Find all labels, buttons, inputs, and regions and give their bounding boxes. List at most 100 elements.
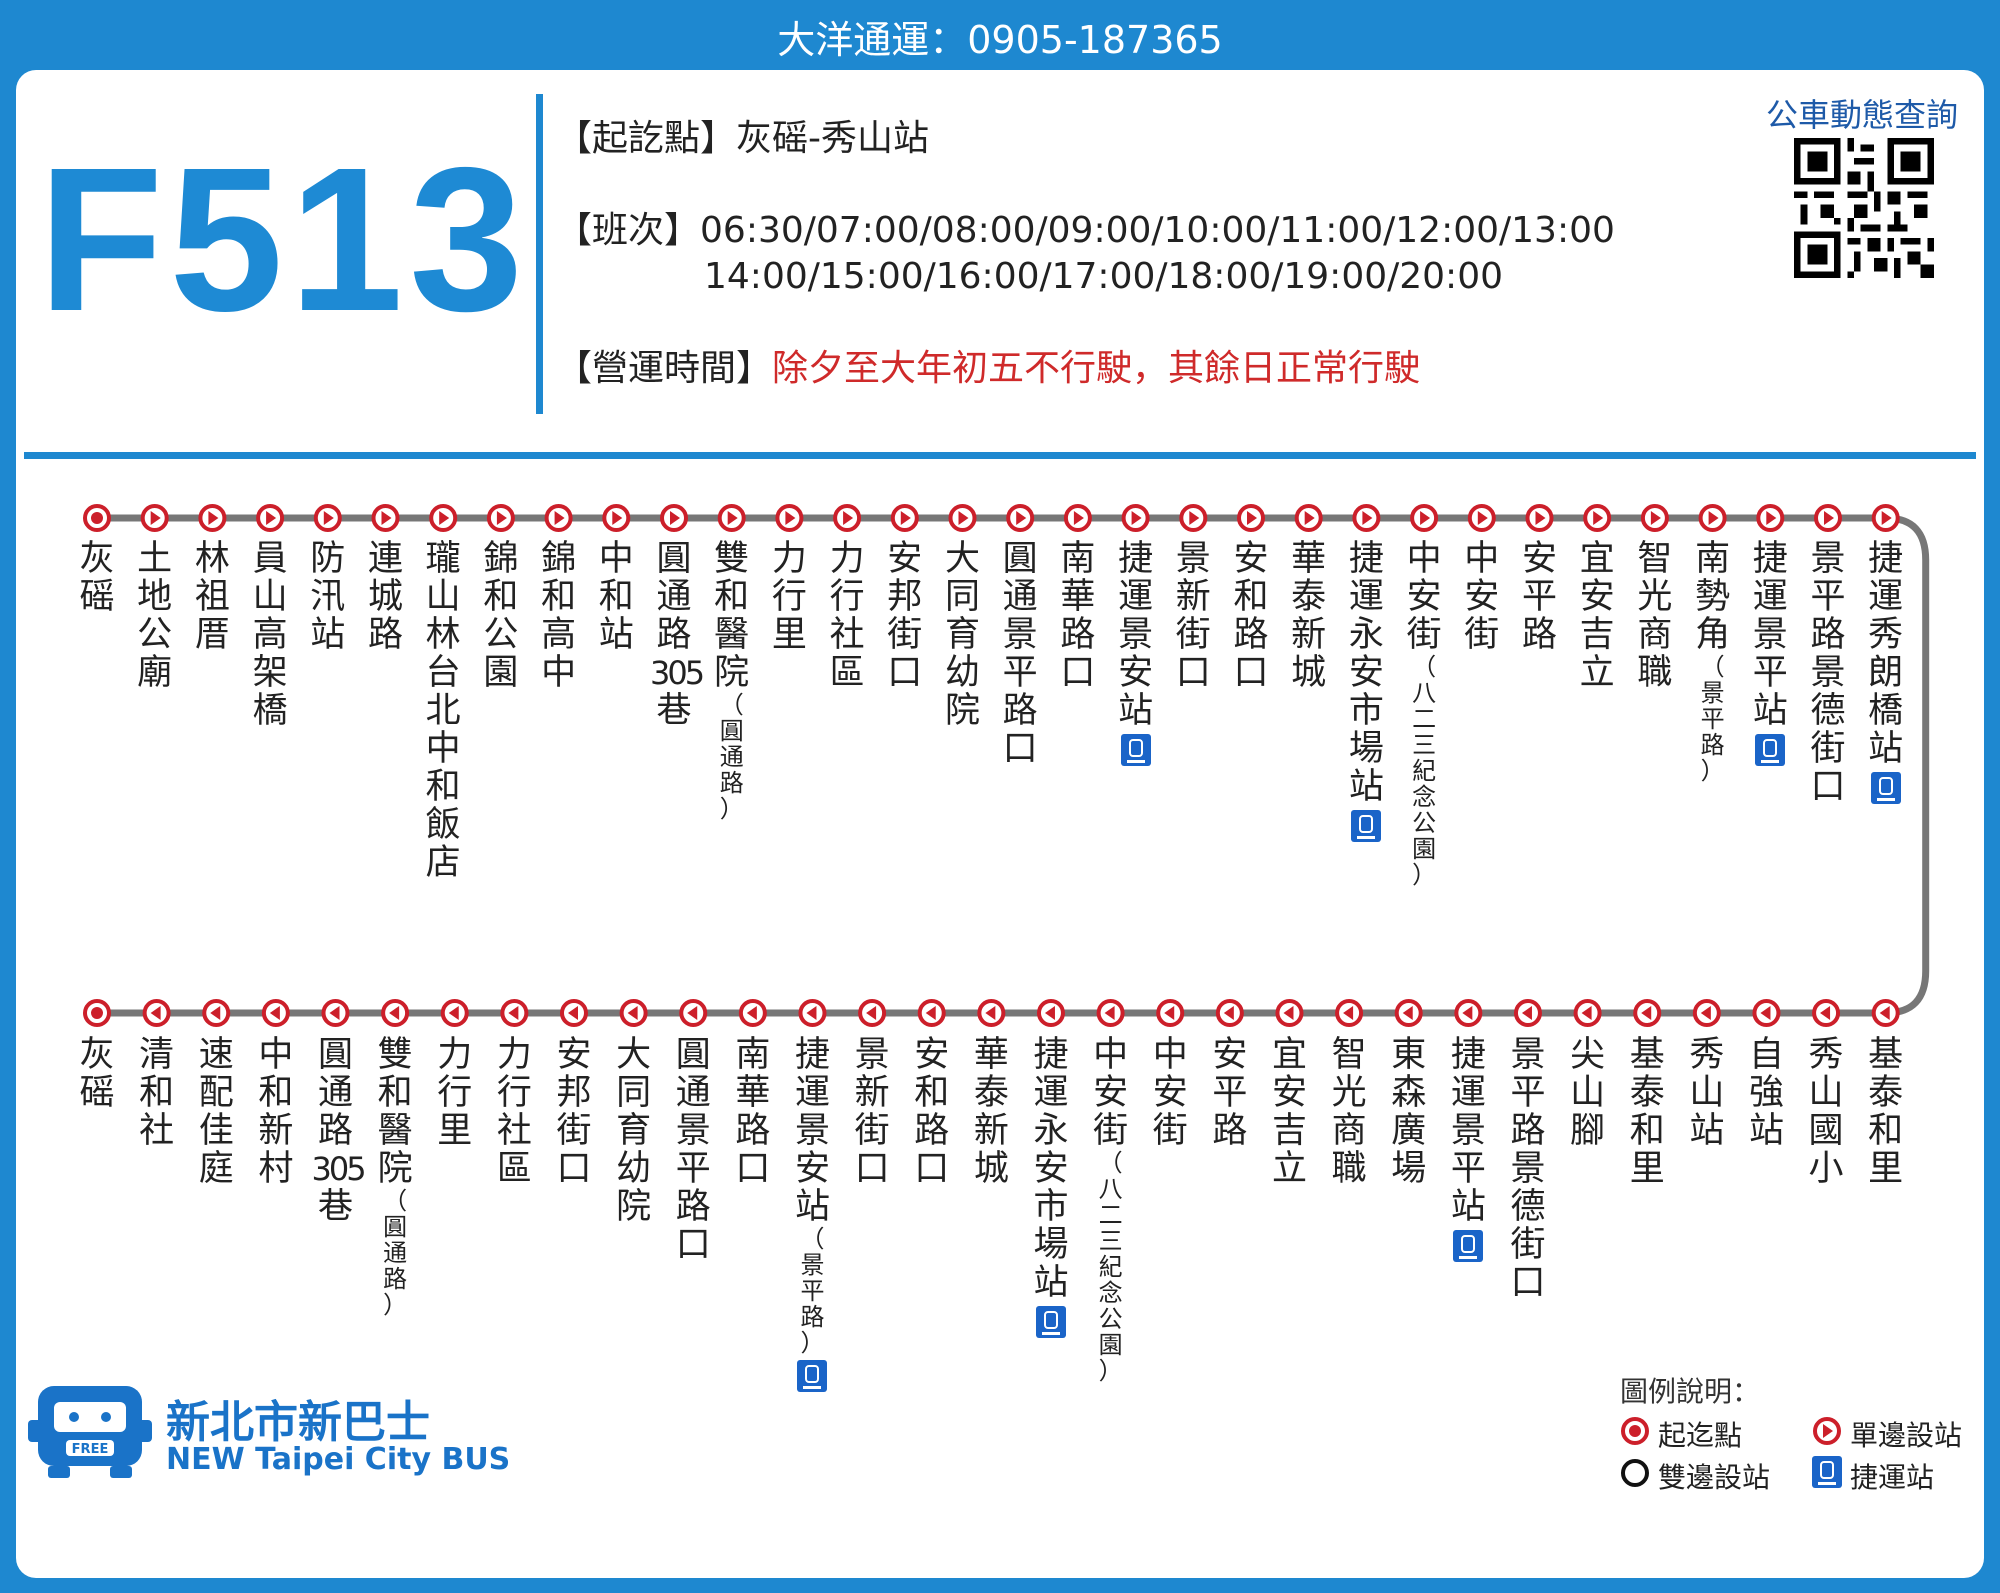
stop-label: 連城路 <box>367 539 403 655</box>
stop-label: 景平路景德街口 <box>1810 539 1846 807</box>
one-way-stop-marker-outbound-15 <box>948 504 977 532</box>
stop-name-inbound-27: 秀山站 <box>1683 1036 1731 1150</box>
stop-label: 宜安吉立 <box>1579 539 1615 693</box>
one-way-stop-marker-outbound-16 <box>1006 504 1035 532</box>
stop-label: 華泰新城 <box>1291 539 1327 693</box>
route-line <box>97 514 1930 1017</box>
one-way-stop-marker-outbound-21 <box>1294 504 1323 532</box>
stop-name-outbound-14: 安邦街口 <box>881 540 929 692</box>
one-way-stop-marker-outbound-4 <box>313 504 342 532</box>
stop-label: 安和路口 <box>1233 539 1269 693</box>
one-way-stop-marker-outbound-23 <box>1410 504 1439 532</box>
schedule-line-2: 14:00/15:00/16:00/17:00/18:00/19:00/20:0… <box>704 254 1503 300</box>
stop-name-inbound-21: 智光商職 <box>1325 1036 1373 1188</box>
stop-label: 捷運景安站 <box>794 1035 830 1227</box>
stop-name-inbound-1: 清和社 <box>133 1036 181 1150</box>
stop-name-outbound-24: 中安街 <box>1458 540 1506 654</box>
stop-label: 大同育幼院 <box>944 539 980 731</box>
free-badge: FREE <box>72 1442 109 1457</box>
stop-label: 捷運秀朗橋站 <box>1868 539 1904 769</box>
stop-name-outbound-9: 中和站 <box>592 540 640 654</box>
stop-sub-label: （八二三紀念公園） <box>1098 1149 1123 1385</box>
one-way-stop-marker-outbound-25 <box>1525 504 1554 532</box>
stop-name-inbound-18: 中安街 <box>1146 1036 1194 1150</box>
hours-value: 除夕至大年初五不行駛，其餘日正常行駛 <box>772 348 1421 389</box>
stop-name-inbound-3: 中和新村 <box>252 1036 300 1188</box>
stop-name-inbound-29: 秀山國小 <box>1802 1036 1850 1188</box>
stop-label: 自強站 <box>1748 1035 1784 1151</box>
stop-label: 南華路口 <box>735 1035 771 1189</box>
stop-label: 中安街 <box>1152 1035 1188 1151</box>
one-way-stop-marker-inbound-27 <box>1692 999 1721 1027</box>
route-number: F513 <box>38 125 530 354</box>
stop-label: 圓通景平路口 <box>1002 539 1038 769</box>
stop-name-inbound-23: 捷運景平站 <box>1444 1036 1492 1270</box>
stop-label: 智光商職 <box>1637 539 1673 693</box>
mrt-station-icon <box>1351 810 1382 842</box>
terminal-stop-marker-inbound-0 <box>83 999 111 1027</box>
stop-label: 清和社 <box>139 1035 175 1151</box>
one-way-stop-marker-outbound-10 <box>660 504 688 532</box>
one-way-stop-marker-outbound-30 <box>1814 504 1842 532</box>
one-way-stop-marker-inbound-18 <box>1156 999 1185 1027</box>
terminals-line: 【起訖點】灰磘-秀山站 <box>556 116 929 162</box>
one-way-stop-marker-outbound-14 <box>890 504 919 532</box>
one-way-stop-marker-inbound-22 <box>1394 999 1423 1027</box>
legend-mrt-label: 捷運站 <box>1850 1461 1935 1494</box>
stop-name-inbound-10: 圓通景平路口 <box>669 1036 717 1264</box>
stop-name-outbound-1: 土地公廟 <box>131 540 179 692</box>
stop-label: 捷運景平站 <box>1752 539 1788 731</box>
one-way-stop-marker-inbound-2 <box>202 999 231 1027</box>
stop-name-outbound-28: 南勢角（景平路） <box>1689 540 1737 784</box>
one-way-stop-marker-inbound-1 <box>142 999 171 1027</box>
one-way-stop-marker-inbound-17 <box>1096 999 1125 1027</box>
one-way-stop-marker-inbound-11 <box>738 999 767 1027</box>
one-way-stop-marker-inbound-29 <box>1812 999 1841 1027</box>
hours-key: 【營運時間】 <box>556 348 773 389</box>
stop-name-inbound-25: 尖山腳 <box>1564 1036 1612 1150</box>
legend-two-way-label: 雙邊設站 <box>1658 1461 1771 1494</box>
one-way-stop-marker-inbound-25 <box>1573 999 1602 1027</box>
stop-sub-label: （圓通路） <box>719 691 744 823</box>
stop-label: 員山高架橋 <box>252 539 288 731</box>
one-way-stop-marker-outbound-7 <box>486 504 515 532</box>
stop-label: 錦和公園 <box>483 539 519 693</box>
stop-label: 南勢角 <box>1695 539 1731 655</box>
stop-label: 中和站 <box>598 539 634 655</box>
stop-label: 捷運永安市場站 <box>1033 1035 1069 1303</box>
stop-label: 力行里 <box>771 539 807 655</box>
stop-name-outbound-15: 大同育幼院 <box>939 540 987 730</box>
stop-name-inbound-30: 基泰和里 <box>1862 1036 1910 1188</box>
one-way-stop-marker-outbound-31 <box>1871 504 1900 532</box>
stop-name-inbound-16: 捷運永安市場站 <box>1027 1036 1075 1346</box>
one-way-stop-marker-inbound-30 <box>1871 999 1900 1027</box>
stop-label: 中安街 <box>1464 539 1500 655</box>
stop-name-inbound-13: 景新街口 <box>848 1036 896 1188</box>
terminals-key: 【起訖點】 <box>556 118 737 159</box>
stop-name-outbound-4: 防汛站 <box>304 540 352 654</box>
stop-name-inbound-12: 捷運景安站（景平路） <box>788 1036 836 1400</box>
stop-label: 瓏山林台北中和飯店 <box>425 539 461 883</box>
one-way-stop-marker-outbound-20 <box>1237 504 1265 532</box>
stop-name-outbound-21: 華泰新城 <box>1285 540 1333 692</box>
stop-name-outbound-19: 景新街口 <box>1169 540 1217 692</box>
one-way-stop-marker-inbound-3 <box>261 999 290 1027</box>
stop-label: 林祖厝 <box>194 539 230 655</box>
mrt-station-icon <box>1120 734 1151 766</box>
stop-name-outbound-27: 智光商職 <box>1631 540 1679 692</box>
stop-name-outbound-29: 捷運景平站 <box>1746 540 1794 774</box>
one-way-stop-marker-outbound-17 <box>1063 504 1092 532</box>
terminals-value: 灰磘-秀山站 <box>736 118 930 159</box>
two-way-legend-icon <box>1621 1459 1649 1487</box>
legend: 圖例說明： 起迄點 單邊設站 雙邊設站 捷運站 <box>1600 1370 1962 1500</box>
one-way-stop-marker-inbound-8 <box>559 999 588 1027</box>
stop-name-inbound-22: 東森廣場 <box>1385 1036 1433 1188</box>
one-way-stop-marker-outbound-26 <box>1583 504 1612 532</box>
qr-code-icon[interactable] <box>1794 138 1934 278</box>
stop-label: 安邦街口 <box>556 1035 592 1189</box>
terminal-stop-marker-outbound-0 <box>83 504 111 532</box>
logo-english-text: NEW Taipei City BUS <box>166 1442 511 1477</box>
one-way-stop-marker-outbound-6 <box>429 504 458 532</box>
bus-logo-icon: FREE <box>28 1386 152 1478</box>
